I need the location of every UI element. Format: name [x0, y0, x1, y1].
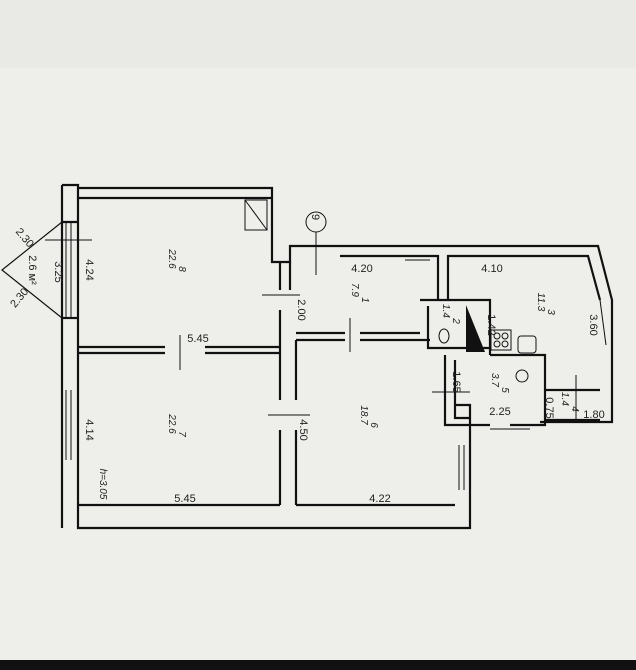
room-8-number: 8	[176, 266, 187, 272]
dim-r4-width: 1.80	[583, 409, 604, 421]
room-1-number: 1	[359, 297, 370, 303]
dim-r5-height: 1.65	[450, 371, 462, 392]
toilet-icon	[438, 328, 450, 344]
dim-r7-height: 4.14	[83, 419, 95, 440]
room-2-number: 2	[450, 317, 461, 324]
dimension-ticks	[45, 239, 577, 420]
ceiling-height: h=3.05	[97, 469, 108, 500]
dim-r5-width: 2.25	[489, 406, 510, 418]
dim-r4-height: 0.75	[543, 397, 555, 418]
room-8-area: 22.6	[166, 248, 177, 269]
balcony-side-b: 2.30	[8, 286, 31, 310]
dim-r8-width: 5.45	[187, 333, 208, 345]
room-7-area: 22.6	[166, 413, 177, 434]
dim-r6-width: 4.22	[369, 493, 390, 505]
room-5-area: 3.7	[489, 373, 500, 387]
stair-icon	[466, 305, 485, 352]
room-2-area: 1.4	[440, 304, 451, 318]
room-4-number: 4	[569, 406, 580, 412]
balcony-area: 2.6 м²	[26, 255, 38, 285]
room-3-area: 11.3	[535, 293, 546, 312]
room-5-number: 5	[499, 387, 510, 393]
room-7-number: 7	[176, 431, 187, 437]
dim-r8-height: 4.24	[83, 259, 95, 280]
dim-r3-width: 4.10	[481, 263, 502, 275]
cooktop-icon	[490, 329, 512, 351]
balcony-width: 3.25	[52, 261, 64, 282]
windows	[65, 222, 607, 490]
balcony-side-a: 2.30	[13, 226, 36, 250]
stove-diagonal	[244, 199, 268, 231]
dim-r1-height: 2.00	[295, 299, 307, 320]
walls	[60, 183, 614, 530]
room-1-area: 7.9	[349, 283, 360, 297]
dim-r7-width: 5.45	[174, 493, 195, 505]
room-4-area: 1.4	[559, 392, 570, 406]
light-icon	[515, 369, 529, 383]
room-labels: 8 22.6 7 22.6 6 18.7 1 7.9 2 1.4 3 11.3 …	[166, 248, 580, 437]
paper-sheet	[0, 68, 636, 660]
dim-r3-height: 3.60	[587, 314, 599, 335]
room-6-number: 6	[368, 422, 379, 428]
dim-r2-height: 1.42	[485, 314, 497, 335]
axis-marker: 9	[309, 214, 321, 220]
bottom-bar	[0, 660, 636, 670]
room-3-number: 3	[545, 309, 556, 315]
balcony-outline	[1, 221, 63, 319]
stove-icon	[244, 199, 268, 231]
dim-r1-width: 4.20	[351, 263, 372, 275]
sink-icon	[517, 335, 537, 354]
room-6-area: 18.7	[358, 405, 369, 425]
dim-r6-height: 4.50	[297, 419, 309, 440]
